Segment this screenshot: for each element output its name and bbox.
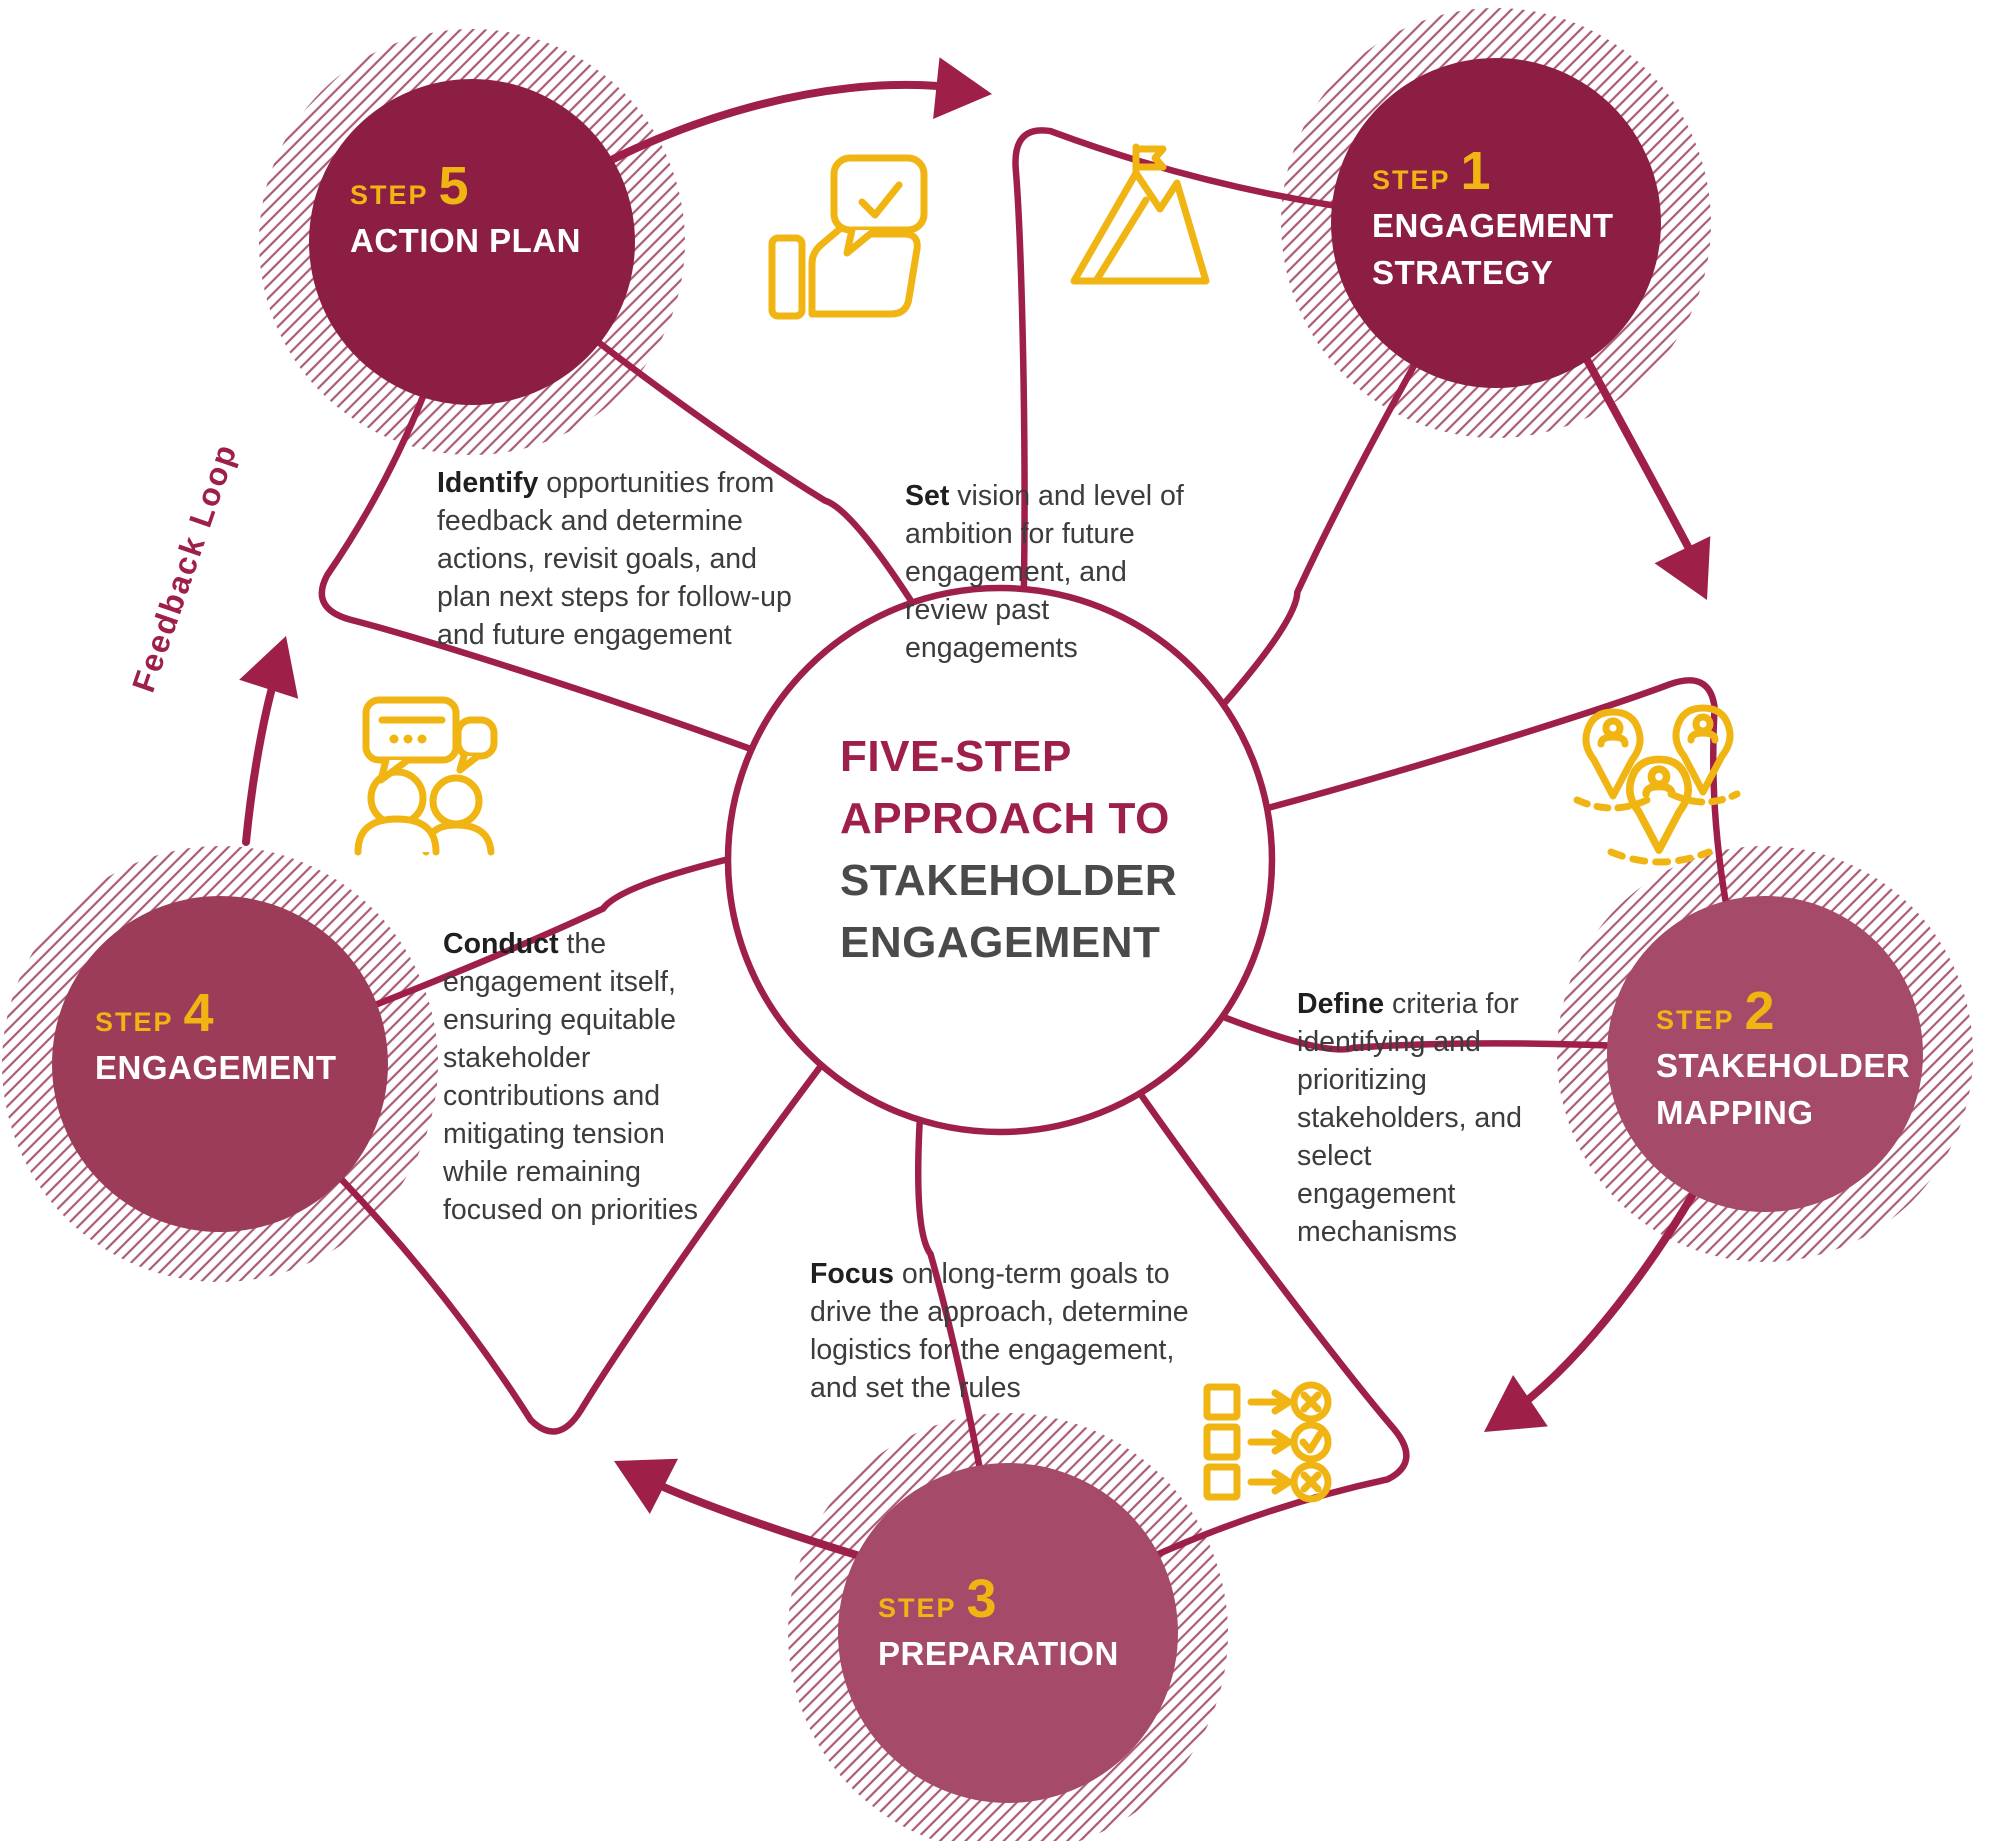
step-2-description: Define criteria for identifying and prio… <box>1297 985 1537 1251</box>
description-lead-word: Focus <box>810 1257 894 1290</box>
step-number: 5 <box>438 156 469 216</box>
description-text: vision and level of ambition for future … <box>905 479 1184 664</box>
description-text: opportunities from feedback and determin… <box>437 466 792 651</box>
step-1-description: Set vision and level of ambition for fut… <box>905 477 1193 667</box>
step-5-label: STEP 5 ACTION PLAN <box>350 155 581 264</box>
step-name-line: PREPARATION <box>878 1635 1119 1672</box>
step-number: 4 <box>183 983 214 1043</box>
description-text: criteria for identifying and prioritizin… <box>1297 987 1522 1248</box>
mountain-flag-icon <box>1070 143 1210 285</box>
step-name-line: MAPPING <box>1656 1094 1814 1131</box>
step-circles <box>52 58 1923 1803</box>
stakeholder-pins-icon <box>1573 704 1741 866</box>
title-line: FIVE-STEP <box>840 732 1072 781</box>
step-name-line: STAKEHOLDER <box>1656 1047 1911 1084</box>
arrow-step2-to-step3-head <box>1484 1375 1548 1432</box>
step-3-heading: STEP 3 <box>878 1568 1119 1630</box>
step-number: 3 <box>966 1569 997 1629</box>
step-1-heading: STEP 1 <box>1372 140 1614 202</box>
step-name-line: ENGAGEMENT <box>95 1049 337 1086</box>
description-lead-word: Define <box>1297 987 1385 1020</box>
step-1-name: ENGAGEMENT STRATEGY <box>1372 202 1614 296</box>
step-4-circle <box>52 896 388 1232</box>
step-2-circle <box>1607 896 1923 1212</box>
step-5-description: Identify opportunities from feedback and… <box>437 464 809 654</box>
step-word: STEP <box>350 180 429 210</box>
petal-stroke <box>216 1060 824 1435</box>
step-4-name: ENGAGEMENT <box>95 1044 337 1091</box>
step-5-circle <box>309 79 635 405</box>
step-2-name: STAKEHOLDER MAPPING <box>1656 1042 1910 1136</box>
chat-people-icon <box>354 696 498 856</box>
description-text: the engagement itself, ensuring equitabl… <box>443 927 699 1226</box>
step-3-description: Focus on long-term goals to drive the ap… <box>810 1255 1225 1407</box>
step-number: 2 <box>1744 981 1775 1041</box>
step-4-label: STEP 4 ENGAGEMENT <box>95 982 337 1091</box>
thumbs-up-check-icon <box>768 154 928 320</box>
description-lead-word: Conduct <box>443 927 559 960</box>
feedback-loop-arrow-head <box>239 636 299 699</box>
center-title: FIVE-STEP APPROACH TO STAKEHOLDER ENGAGE… <box>840 726 1260 974</box>
step-word: STEP <box>1656 1005 1735 1035</box>
step-1-label: STEP 1 ENGAGEMENT STRATEGY <box>1372 140 1614 296</box>
step-word: STEP <box>95 1007 174 1037</box>
step-3-circle <box>838 1463 1178 1803</box>
arrow-step5-to-step1-head <box>933 57 992 119</box>
step-2-heading: STEP 2 <box>1656 980 1910 1042</box>
step-name-line: STRATEGY <box>1372 254 1554 291</box>
step-4-heading: STEP 4 <box>95 982 337 1044</box>
title-line: APPROACH TO <box>840 794 1170 843</box>
arrow-step1-to-step2-head <box>1654 536 1711 600</box>
step-3-label: STEP 3 PREPARATION <box>878 1568 1119 1677</box>
step-name-line: ENGAGEMENT <box>1372 207 1614 244</box>
description-lead-word: Set <box>905 479 950 512</box>
title-line: STAKEHOLDER <box>840 856 1178 905</box>
step-2-label: STEP 2 STAKEHOLDER MAPPING <box>1656 980 1910 1136</box>
title-line: ENGAGEMENT <box>840 918 1161 967</box>
step-1-circle <box>1331 58 1661 388</box>
step-3-name: PREPARATION <box>878 1630 1119 1677</box>
description-lead-word: Identify <box>437 466 539 499</box>
step-word: STEP <box>878 1593 957 1623</box>
step-4-description: Conduct the engagement itself, ensuring … <box>443 925 715 1229</box>
step-5-name: ACTION PLAN <box>350 217 581 264</box>
step-5-heading: STEP 5 <box>350 155 581 217</box>
checklist-icon <box>1203 1381 1332 1503</box>
step-number: 1 <box>1460 141 1491 201</box>
petal-stroke <box>1012 127 1500 591</box>
arrow-step3-to-step4-head <box>614 1458 678 1514</box>
step-word: STEP <box>1372 165 1451 195</box>
step-name-line: ACTION PLAN <box>350 222 581 259</box>
description-text: on long-term goals to drive the approach… <box>810 1257 1189 1404</box>
